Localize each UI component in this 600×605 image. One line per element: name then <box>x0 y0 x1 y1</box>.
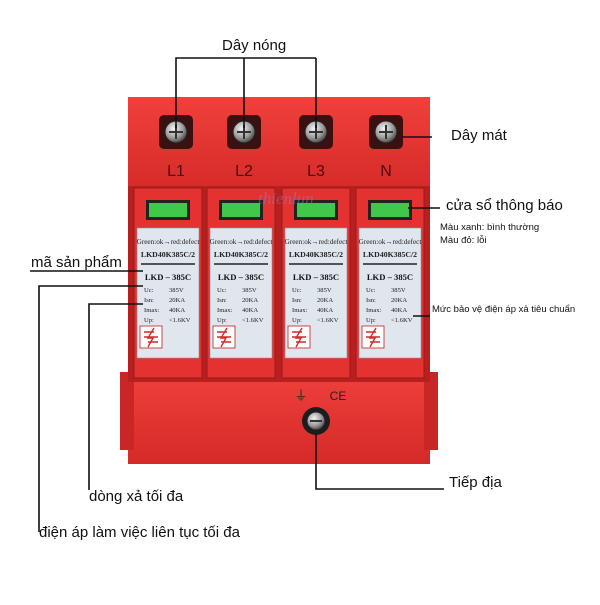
green-note: Màu xanh: bình thường <box>440 222 540 233</box>
terminal-label: L2 <box>235 163 253 180</box>
protection-level-label: Mức bảo vệ điện áp xả tiêu chuẩn <box>432 304 576 315</box>
product-name-text: LKD – 385C <box>367 272 413 282</box>
status-line-text: Green:ok→red:defect <box>210 238 273 246</box>
status-line-text: Green:ok→red:defect <box>359 238 422 246</box>
ground-line <box>315 434 444 490</box>
terminal-l3: L3 <box>299 115 333 180</box>
spec-value: 20KA <box>169 297 185 304</box>
ground-terminal: ⏚ CE <box>294 389 346 435</box>
hot-wire-label: Dây nóng <box>222 37 287 54</box>
terminal-label: L3 <box>307 163 325 180</box>
status-window-indicator <box>149 203 187 217</box>
model-text: LKD40K385C/2 <box>141 250 195 259</box>
terminal-label: N <box>380 163 392 180</box>
lightning-bolt-icon <box>294 327 303 348</box>
spec-value: 20KA <box>242 297 258 304</box>
lightning-bolt-icon <box>219 327 228 348</box>
spec-value: 40KA <box>242 307 258 314</box>
spec-key: Uc: <box>292 287 302 294</box>
spec-key: Uc: <box>217 287 227 294</box>
spec-key: Up: <box>144 317 154 324</box>
model-text: LKD40K385C/2 <box>289 250 343 259</box>
spec-value: <1.6KV <box>169 317 191 324</box>
spec-key: Up: <box>292 317 302 324</box>
rear-plate-right <box>424 372 438 450</box>
spec-key: Imax: <box>366 307 382 314</box>
max-discharge-label: dòng xả tối đa <box>89 488 184 505</box>
status-line-text: Green:ok→red:defect <box>285 238 348 246</box>
spec-key: Up: <box>217 317 227 324</box>
ground-symbol-icon: ⏚ <box>294 389 307 404</box>
spec-value: 385V <box>242 287 257 294</box>
spec-value: 385V <box>169 287 184 294</box>
spec-value: 40KA <box>169 307 185 314</box>
ce-mark: CE <box>330 389 347 403</box>
spec-value: 385V <box>317 287 332 294</box>
rear-plate-left <box>120 372 134 450</box>
spec-key: Isn: <box>217 297 227 304</box>
product-name-text: LKD – 385C <box>145 272 191 282</box>
max-voltage-line <box>38 285 143 532</box>
hot-wire-line-l1 <box>175 57 316 128</box>
spec-value: 385V <box>391 287 406 294</box>
product-name-text: LKD – 385C <box>218 272 264 282</box>
lower-housing <box>128 372 430 464</box>
status-window-indicator <box>222 203 260 217</box>
red-note: Màu đỏ: lỗi <box>440 235 487 246</box>
spec-key: Up: <box>366 317 376 324</box>
spec-key: Imax: <box>217 307 233 314</box>
lightning-bolt-icon <box>368 327 377 348</box>
max-voltage-label: điện áp làm việc liên tục tối đa <box>39 524 240 541</box>
spec-value: <1.6KV <box>391 317 413 324</box>
spec-value: 20KA <box>391 297 407 304</box>
product-code-label: mã sản phẩm <box>31 254 122 271</box>
lightning-bolt-icon <box>146 327 155 348</box>
spec-key: Isn: <box>292 297 302 304</box>
model-text: LKD40K385C/2 <box>214 250 268 259</box>
spec-key: Imax: <box>144 307 160 314</box>
status-line-text: Green:ok→red:defect <box>137 238 200 246</box>
spec-value: 40KA <box>317 307 333 314</box>
spec-key: Imax: <box>292 307 308 314</box>
status-window-indicator <box>371 203 409 217</box>
watermark: thienlun <box>258 189 314 208</box>
spec-value: 40KA <box>391 307 407 314</box>
terminal-l1: L1 <box>159 115 193 180</box>
status-window-label: cửa sổ thông báo <box>446 197 563 214</box>
spec-value: <1.6KV <box>317 317 339 324</box>
callout-lines <box>30 57 444 532</box>
model-text: LKD40K385C/2 <box>363 250 417 259</box>
neutral-wire-label: Dây mát <box>451 127 507 144</box>
status-window-indicator <box>297 203 335 217</box>
product-name-text: LKD – 385C <box>293 272 339 282</box>
spec-value: <1.6KV <box>242 317 264 324</box>
ground-label: Tiếp địa <box>449 474 502 491</box>
terminal-label: L1 <box>167 163 185 180</box>
spec-value: 20KA <box>317 297 333 304</box>
terminal-n: N <box>369 115 403 180</box>
spec-key: Isn: <box>366 297 376 304</box>
spec-key: Uc: <box>144 287 154 294</box>
max-discharge-line <box>88 303 143 490</box>
spec-key: Uc: <box>366 287 376 294</box>
spec-key: Isn: <box>144 297 154 304</box>
